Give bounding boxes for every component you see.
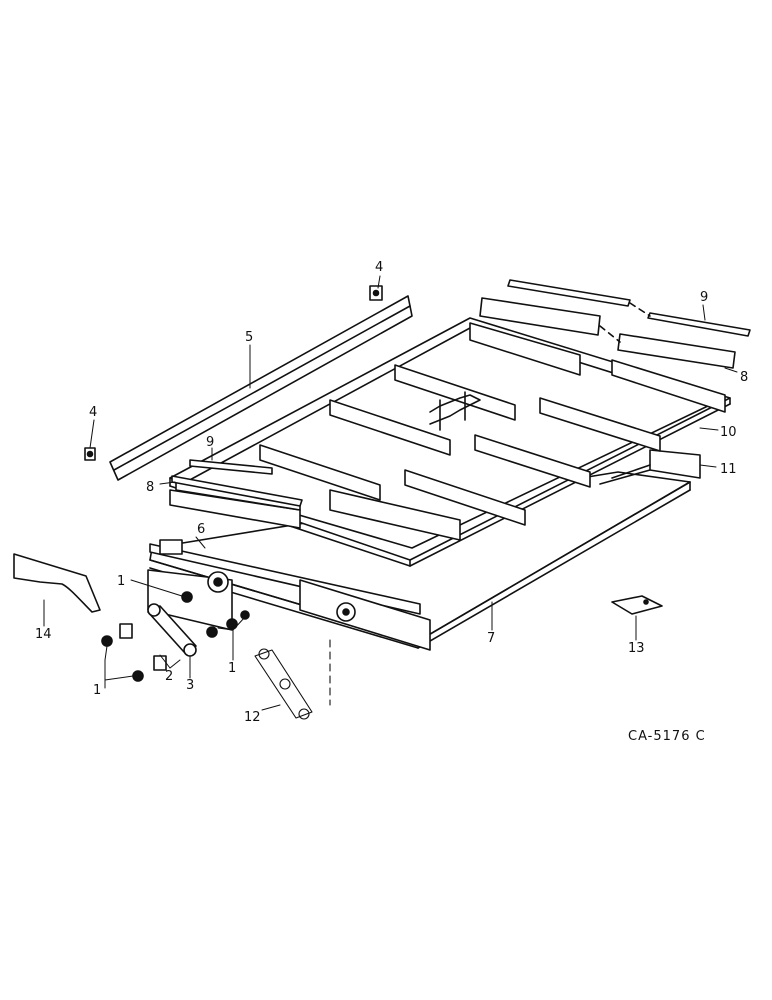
rear-angle xyxy=(599,449,701,485)
callout-7: 7 xyxy=(487,631,495,646)
shield xyxy=(13,553,101,613)
callout-6: 6 xyxy=(197,522,205,537)
callout-3: 3 xyxy=(186,678,194,693)
callout-12: 12 xyxy=(244,710,261,725)
lever-12 xyxy=(254,639,331,720)
leader-lines xyxy=(43,275,738,711)
callout-14: 14 xyxy=(35,627,52,642)
callout-8-right: 8 xyxy=(740,370,748,385)
callout-1-upper: 1 xyxy=(117,574,125,589)
callout-1-right: 1 xyxy=(228,661,236,676)
callout-4-top: 4 xyxy=(375,260,383,275)
callout-13: 13 xyxy=(628,641,645,656)
callout-2: 2 xyxy=(165,669,173,684)
callout-9-right: 9 xyxy=(700,290,708,305)
main-frame xyxy=(169,317,731,567)
callouts: 4 9 5 8 4 10 9 11 8 6 1 7 14 13 1 2 3 1 … xyxy=(35,260,748,744)
bars-right xyxy=(507,279,751,337)
drawing-code: CA-5176 C xyxy=(628,729,706,744)
small-plate xyxy=(611,595,663,615)
callout-9-left: 9 xyxy=(206,435,214,450)
callout-4-left: 4 xyxy=(89,405,97,420)
long-angle xyxy=(109,295,413,481)
callout-1-lower: 1 xyxy=(93,683,101,698)
pivot-assembly xyxy=(101,569,431,682)
callout-5: 5 xyxy=(245,330,253,345)
plates-right xyxy=(479,297,736,369)
callout-10: 10 xyxy=(720,425,737,440)
clip-top xyxy=(369,285,383,301)
clip-left xyxy=(84,447,96,461)
callout-11: 11 xyxy=(720,462,737,477)
angle-left xyxy=(171,475,303,507)
bar-left xyxy=(189,459,273,475)
callout-8-left: 8 xyxy=(146,480,154,495)
